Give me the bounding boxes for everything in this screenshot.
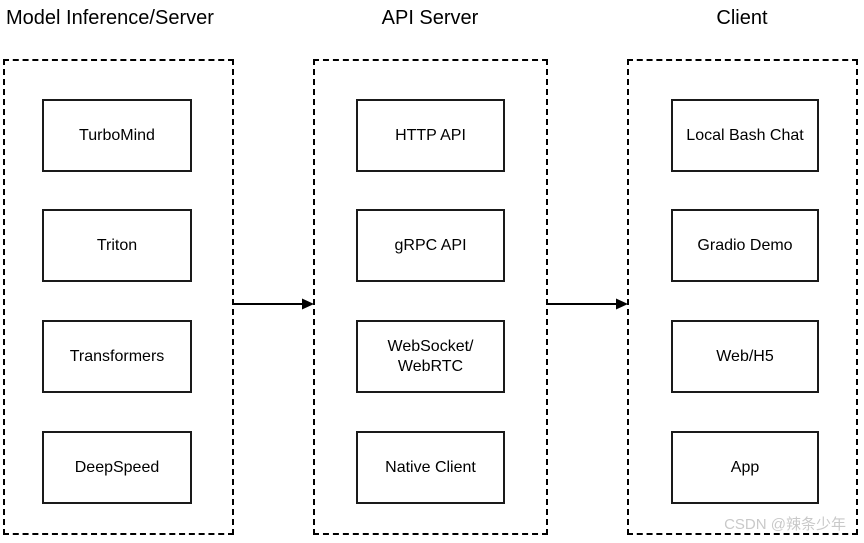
node-local-bash-chat[interactable]: Local Bash Chat <box>671 99 819 172</box>
node-deepspeed[interactable]: DeepSpeed <box>42 431 192 504</box>
node-gradio-demo[interactable]: Gradio Demo <box>671 209 819 282</box>
node-websocket-webrtc[interactable]: WebSocket/ WebRTC <box>356 320 505 393</box>
group-title-client: Client <box>716 7 768 29</box>
node-grpc-api[interactable]: gRPC API <box>356 209 505 282</box>
node-transformers[interactable]: Transformers <box>42 320 192 393</box>
group-container-client <box>627 59 858 535</box>
arrow-model-to-api-icon <box>234 296 314 312</box>
node-turbomind[interactable]: TurboMind <box>42 99 192 172</box>
group-container-model-inference-server <box>3 59 234 535</box>
arrow-api-to-client-icon <box>548 296 628 312</box>
node-http-api[interactable]: HTTP API <box>356 99 505 172</box>
node-triton[interactable]: Triton <box>42 209 192 282</box>
csdn-watermark: CSDN @辣条少年 <box>724 516 846 533</box>
node-native-client[interactable]: Native Client <box>356 431 505 504</box>
group-title-model-inference-server: Model Inference/Server <box>6 7 214 29</box>
group-title-api-server: API Server <box>381 7 479 29</box>
group-container-api-server <box>313 59 548 535</box>
node-web-h5[interactable]: Web/H5 <box>671 320 819 393</box>
node-app[interactable]: App <box>671 431 819 504</box>
